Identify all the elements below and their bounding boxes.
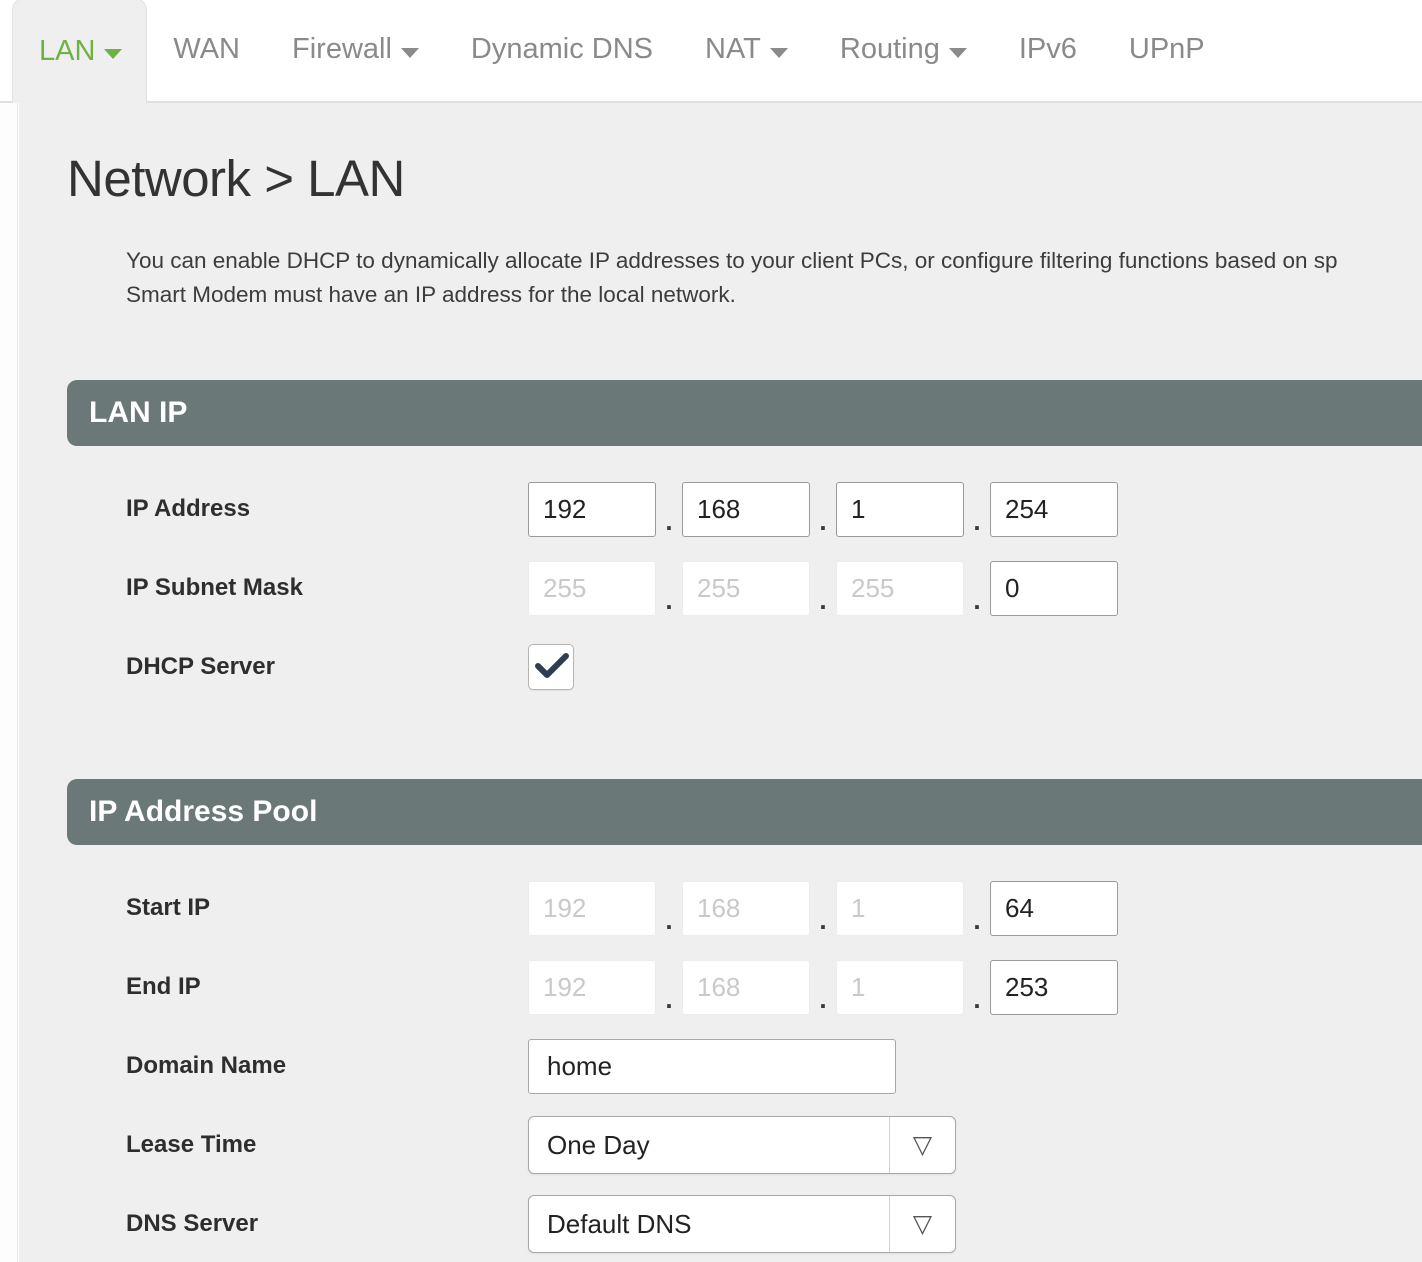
end-ip-octet-group: . . .: [528, 959, 1118, 1015]
chevron-down-icon: [948, 47, 967, 58]
subnet-mask-octet-group: . . .: [528, 560, 1118, 616]
row-ip-subnet-mask: IP Subnet Mask . . .: [126, 549, 1422, 628]
end-ip-octet-2: [682, 959, 810, 1015]
left-edge-strip: [0, 103, 18, 1262]
octet-separator: .: [973, 505, 981, 536]
tab-wan-label: WAN: [173, 33, 241, 65]
start-ip-octet-1: [528, 880, 656, 936]
start-ip-octet-2: [682, 880, 810, 936]
octet-separator: .: [973, 584, 981, 615]
row-dhcp-server: DHCP Server: [126, 628, 1422, 707]
tab-dynamic-dns-label: Dynamic DNS: [470, 33, 654, 65]
domain-name-input[interactable]: [528, 1038, 896, 1094]
label-dns-server: DNS Server: [126, 1210, 259, 1237]
tab-ipv6-label: IPv6: [1018, 33, 1077, 65]
ip-address-pool-form: Start IP . . . End IP . .: [19, 869, 1422, 1262]
ip-address-octet-2[interactable]: [682, 481, 810, 537]
dhcp-server-checkbox[interactable]: [528, 644, 574, 690]
label-start-ip: Start IP: [126, 894, 211, 921]
octet-separator: .: [665, 584, 673, 615]
row-ip-address: IP Address . . .: [126, 470, 1422, 549]
subnet-mask-octet-1: [528, 560, 656, 616]
tab-upnp[interactable]: UPnP: [1103, 0, 1231, 101]
subnet-mask-octet-4[interactable]: [990, 560, 1118, 616]
octet-separator: .: [665, 983, 673, 1014]
tab-nat-label: NAT: [705, 33, 761, 65]
section-header-ip-address-pool: IP Address Pool: [67, 778, 1422, 845]
page-description: You can enable DHCP to dynamically alloc…: [19, 208, 1422, 312]
end-ip-octet-4[interactable]: [990, 959, 1118, 1015]
dns-server-value: Default DNS: [547, 1208, 692, 1239]
chevron-down-icon: [400, 47, 419, 58]
tab-routing-label: Routing: [839, 33, 940, 65]
ip-address-octet-4[interactable]: [990, 481, 1118, 537]
tab-routing[interactable]: Routing: [814, 0, 993, 101]
lease-time-dropdown-arrow[interactable]: ▽: [889, 1117, 955, 1173]
ip-address-octet-group: . . .: [528, 481, 1118, 537]
tab-upnp-label: UPnP: [1128, 33, 1205, 65]
content-area: Network > LAN You can enable DHCP to dyn…: [19, 103, 1422, 1262]
tab-wan[interactable]: WAN: [147, 0, 266, 101]
end-ip-octet-3: [836, 959, 964, 1015]
label-domain-name: Domain Name: [126, 1052, 287, 1079]
description-line-2: Smart Modem must have an IP address for …: [126, 281, 736, 307]
tab-firewall[interactable]: Firewall: [266, 0, 445, 101]
tab-lan-label: LAN: [39, 34, 96, 67]
start-ip-octet-3: [836, 880, 964, 936]
label-ip-address: IP Address: [126, 495, 251, 522]
description-line-1: You can enable DHCP to dynamically alloc…: [126, 248, 1338, 273]
main-nav-tabs: LAN WAN Firewall Dynamic DNS NAT Routing…: [0, 0, 1422, 103]
octet-separator: .: [819, 983, 827, 1014]
ip-address-octet-3[interactable]: [836, 481, 964, 537]
row-end-ip: End IP . . .: [126, 948, 1422, 1027]
row-lease-time: Lease Time One Day ▽: [126, 1106, 1422, 1185]
lease-time-select[interactable]: One Day ▽: [528, 1116, 956, 1174]
tab-lan[interactable]: LAN: [12, 0, 148, 103]
checkmark-icon: [535, 653, 569, 678]
label-ip-subnet-mask: IP Subnet Mask: [126, 574, 303, 601]
label-end-ip: End IP: [126, 973, 201, 1000]
tab-dynamic-dns[interactable]: Dynamic DNS: [445, 0, 679, 101]
label-dhcp-server: DHCP Server: [126, 653, 275, 680]
chevron-down-icon: [769, 47, 788, 58]
lan-ip-form: IP Address . . . IP Subnet Mask .: [19, 470, 1422, 707]
subnet-mask-octet-3: [836, 560, 964, 616]
chevron-down-icon: ▽: [912, 1209, 933, 1238]
start-ip-octet-group: . . .: [528, 880, 1118, 936]
octet-separator: .: [973, 983, 981, 1014]
section-title-lan-ip: LAN IP: [89, 395, 188, 429]
section-header-lan-ip: LAN IP: [67, 379, 1422, 446]
octet-separator: .: [665, 505, 673, 536]
tab-ipv6[interactable]: IPv6: [993, 0, 1103, 101]
tab-firewall-label: Firewall: [292, 33, 392, 65]
row-dns-server: DNS Server Default DNS ▽: [126, 1185, 1422, 1262]
chevron-down-icon: [104, 49, 123, 59]
subnet-mask-octet-2: [682, 560, 810, 616]
end-ip-octet-1: [528, 959, 656, 1015]
label-lease-time: Lease Time: [126, 1131, 257, 1158]
octet-separator: .: [819, 904, 827, 935]
lease-time-value: One Day: [547, 1129, 650, 1160]
ip-address-octet-1[interactable]: [528, 481, 656, 537]
dns-server-dropdown-arrow[interactable]: ▽: [889, 1196, 955, 1252]
start-ip-octet-4[interactable]: [990, 880, 1118, 936]
dns-server-select[interactable]: Default DNS ▽: [528, 1195, 956, 1253]
page-title: Network > LAN: [67, 150, 405, 207]
octet-separator: .: [819, 505, 827, 536]
section-title-ip-address-pool: IP Address Pool: [89, 794, 318, 828]
row-start-ip: Start IP . . .: [126, 869, 1422, 948]
row-domain-name: Domain Name: [126, 1027, 1422, 1106]
chevron-down-icon: ▽: [912, 1130, 933, 1159]
octet-separator: .: [973, 904, 981, 935]
tab-nat[interactable]: NAT: [679, 0, 814, 101]
page-body: Network > LAN You can enable DHCP to dyn…: [0, 103, 1422, 1262]
octet-separator: .: [819, 584, 827, 615]
octet-separator: .: [665, 904, 673, 935]
